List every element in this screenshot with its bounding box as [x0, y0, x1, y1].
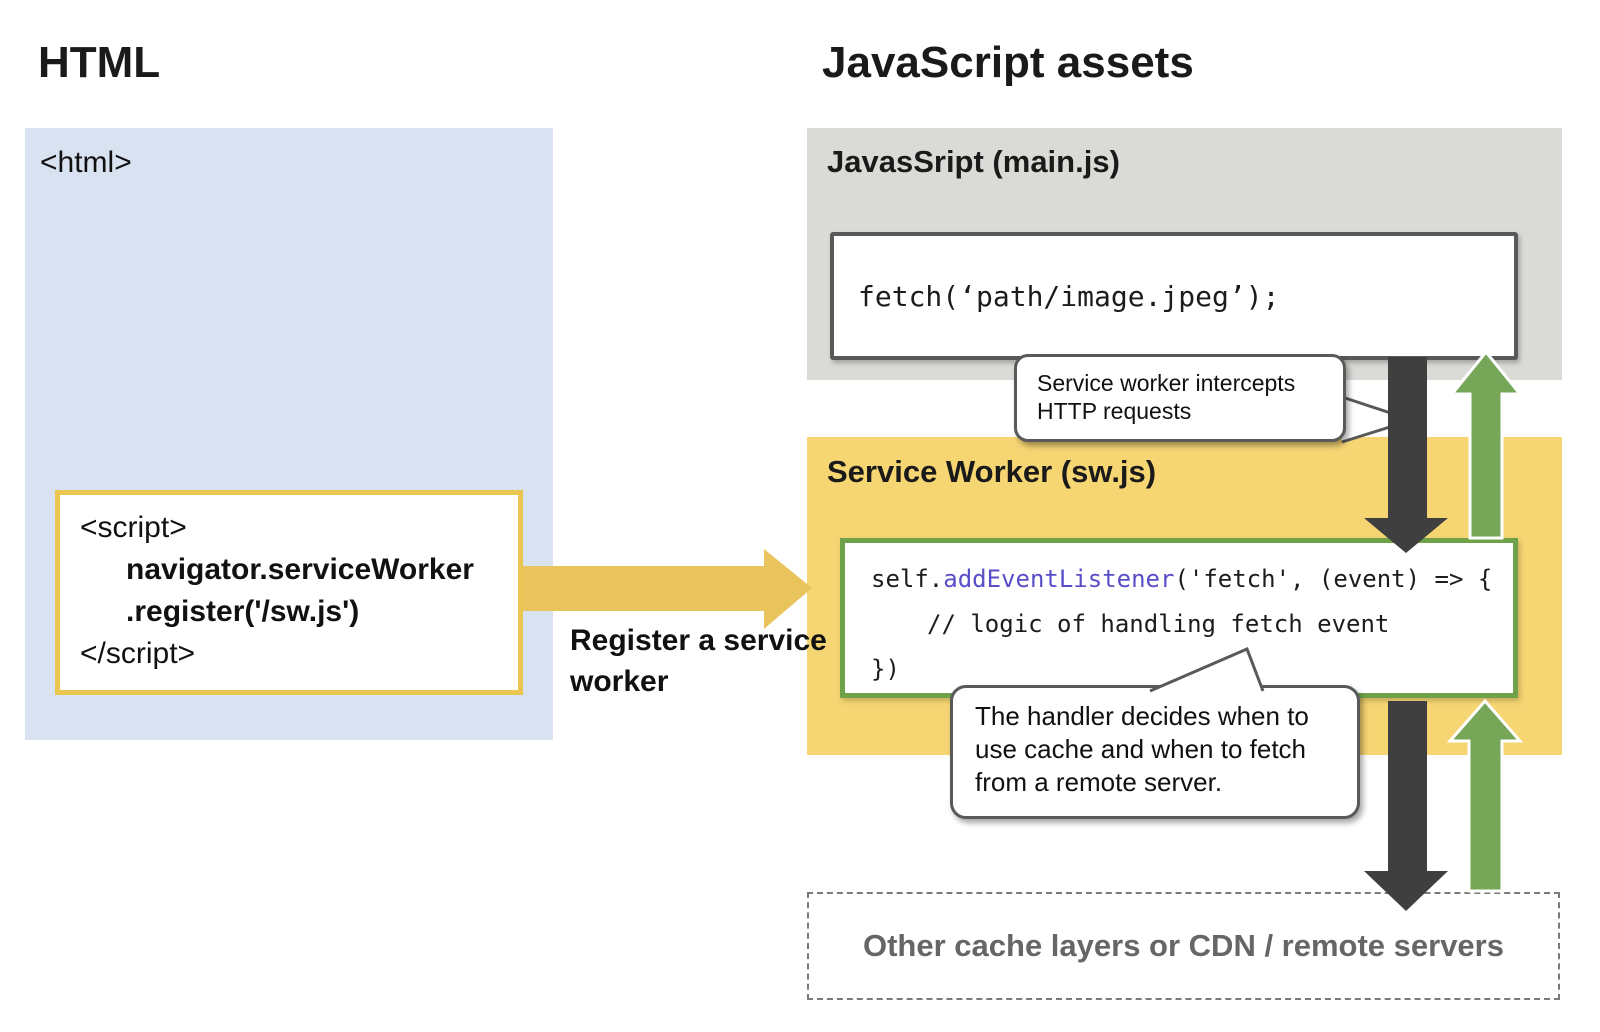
script-close-tag: </script> [80, 637, 196, 670]
fetch-code-box: fetch(‘path/image.jpeg’); [830, 232, 1518, 360]
register-script-box: <script> navigator.serviceWorker .regist… [55, 490, 523, 695]
intercept-bubble: Service worker intercepts HTTP requests [1014, 354, 1346, 442]
intercept-bubble-line-1: Service worker intercepts [1037, 370, 1296, 396]
main-js-label: JavasSript (main.js) [827, 144, 1120, 179]
js-assets-section-title: JavaScript assets [822, 38, 1194, 87]
sw-code-line-2: // logic of handling fetch event [927, 610, 1390, 638]
html-tag-label: <html> [40, 146, 132, 179]
sw-code-self: self. [871, 565, 944, 593]
intercept-bubble-line-2: HTTP requests [1037, 398, 1192, 424]
script-code-line-1: navigator.serviceWorker [126, 553, 474, 586]
register-arrow-label: Register a service worker [570, 624, 827, 698]
intercept-bubble-tail-fill [1342, 397, 1412, 442]
script-code-line-2: .register('/sw.js') [126, 595, 360, 628]
sw-code-line-1: self.addEventListener('fetch', (event) =… [871, 557, 1513, 602]
handler-bubble: The handler decides when to use cache an… [950, 685, 1360, 819]
sw-code-args: ('fetch', (event) => { [1174, 565, 1493, 593]
fetch-code: fetch(‘path/image.jpeg’); [858, 279, 1280, 313]
service-worker-label: Service Worker (sw.js) [827, 454, 1157, 489]
intercept-bubble-tail-outline [1341, 395, 1417, 444]
sw-code-keyword: addEventListener [943, 565, 1175, 593]
handler-bubble-text: The handler decides when to use cache an… [975, 701, 1309, 797]
sw-code-line-3: }) [871, 655, 900, 683]
register-arrow [523, 549, 812, 629]
other-cache-layers-box: Other cache layers or CDN / remote serve… [807, 892, 1560, 1000]
html-section-title: HTML [38, 38, 161, 87]
other-cache-layers-label: Other cache layers or CDN / remote serve… [863, 928, 1504, 963]
script-open-tag: <script> [80, 511, 187, 544]
sw-code-box: self.addEventListener('fetch', (event) =… [840, 538, 1518, 698]
